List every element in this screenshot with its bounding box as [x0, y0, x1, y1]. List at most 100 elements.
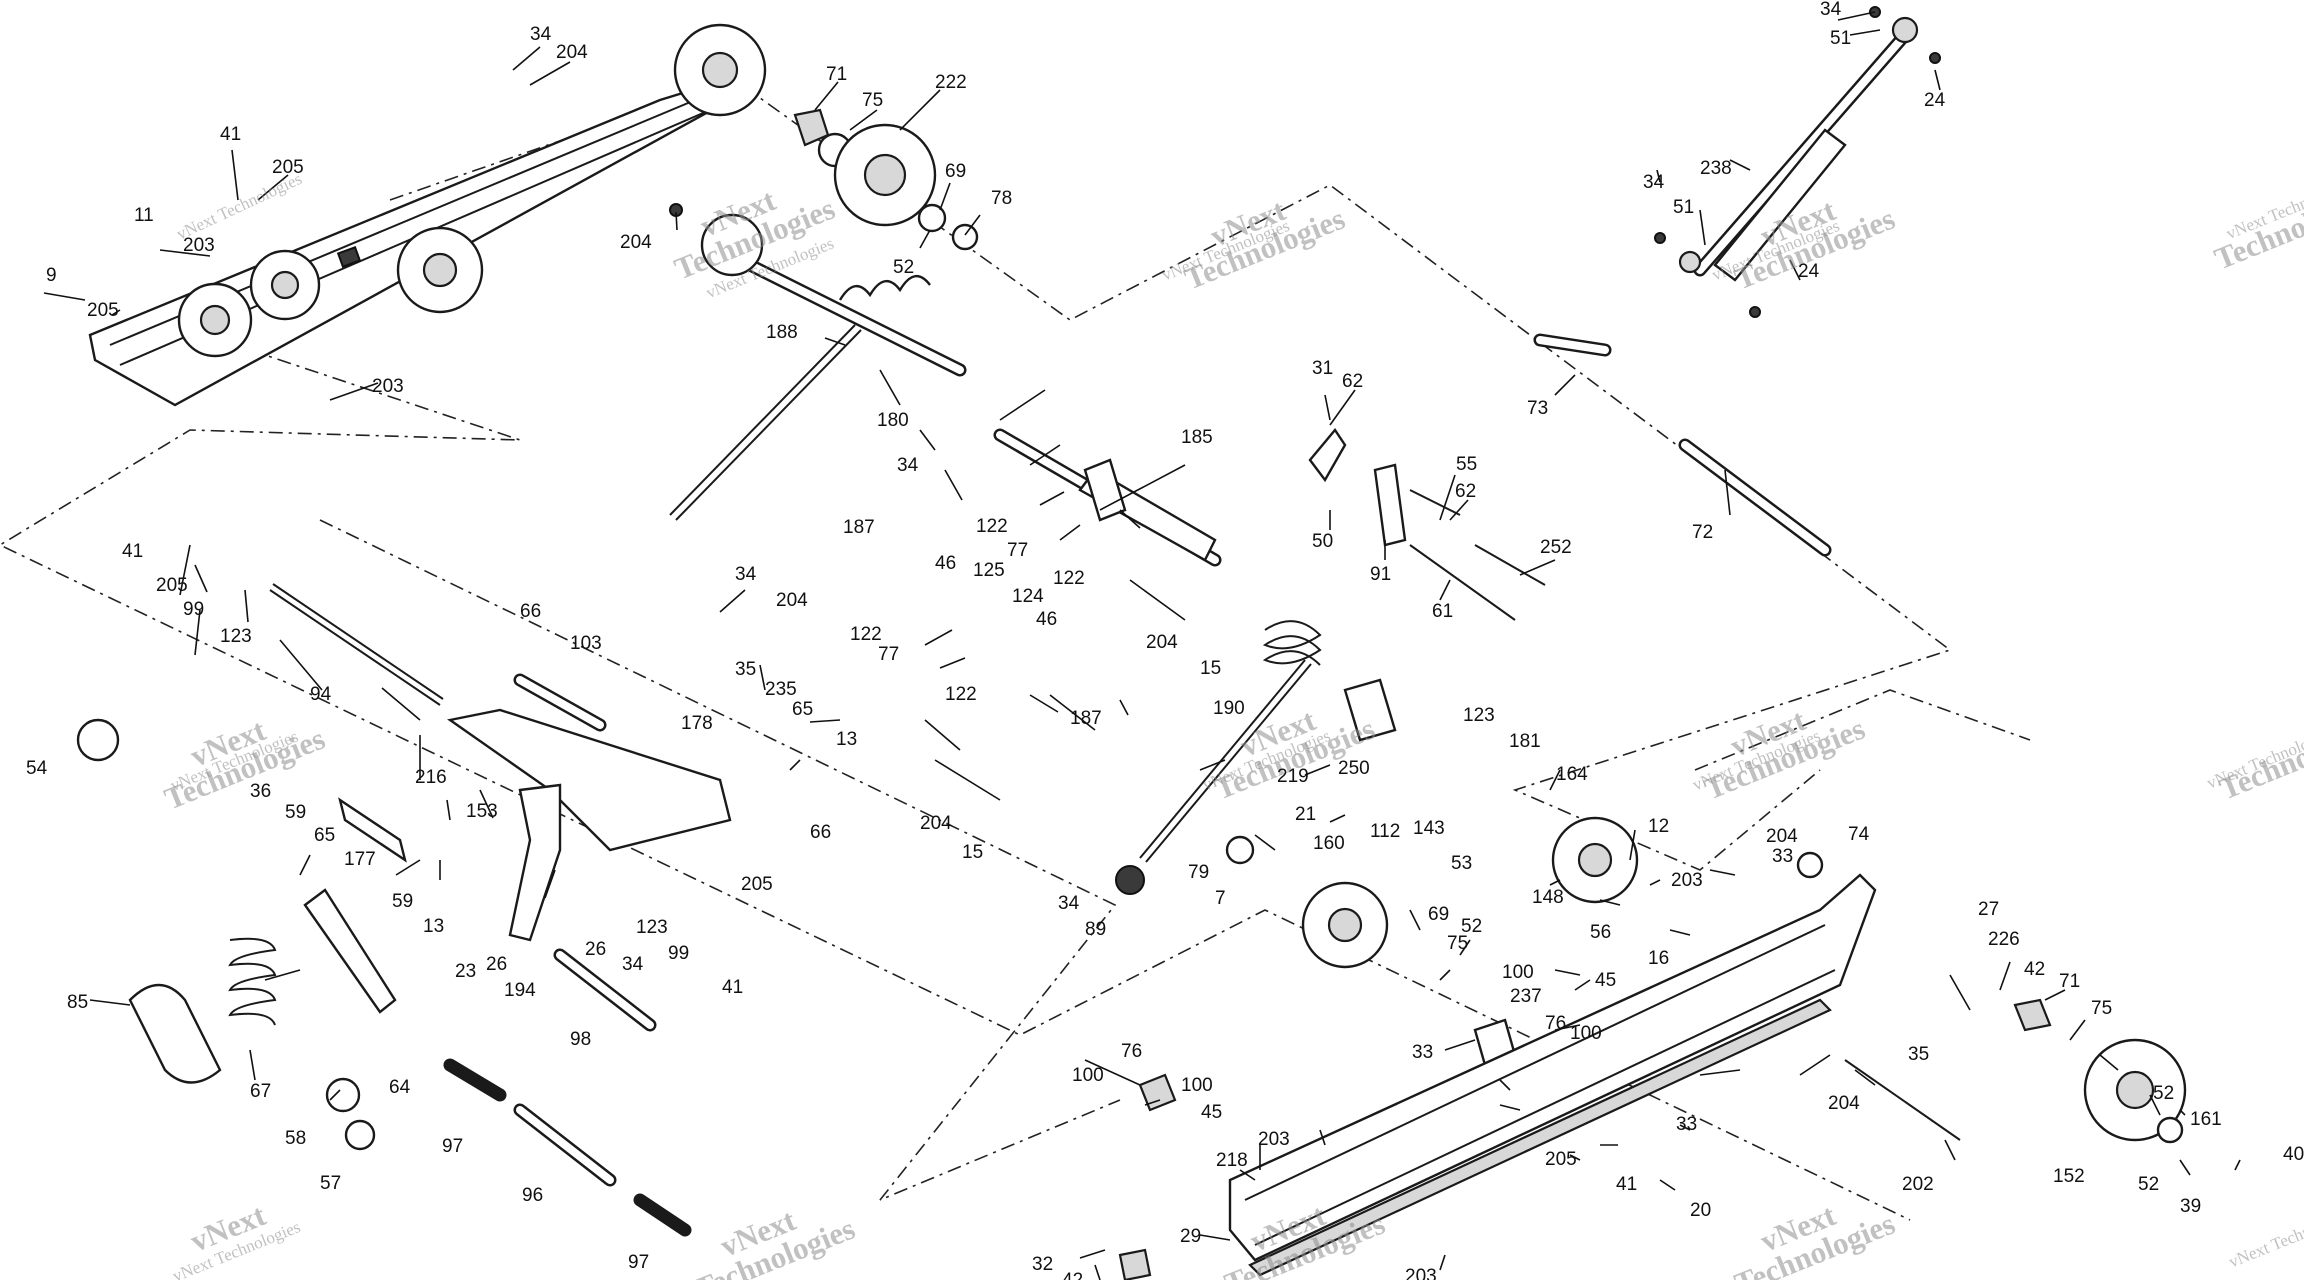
bump-stop-54 — [76, 718, 120, 762]
callout: 100 — [1570, 1023, 1602, 1044]
callout: 153 — [466, 801, 498, 822]
callout: 100 — [1181, 1075, 1213, 1096]
callout: 103 — [570, 633, 602, 654]
callout: 23 — [455, 961, 476, 982]
callout: 41 — [220, 124, 241, 145]
callout: 64 — [389, 1077, 411, 1098]
callout: 75 — [2091, 998, 2112, 1019]
callout: 123 — [220, 626, 252, 647]
slide-218 — [1248, 998, 1832, 1277]
callout: 238 — [1700, 158, 1732, 179]
callout: 24 — [1798, 261, 1820, 282]
callout: 203 — [1671, 870, 1703, 891]
callout: 21 — [1295, 804, 1316, 825]
spacer-hub — [700, 213, 764, 277]
callout: 35 — [1908, 1044, 1929, 1065]
callout: 235 — [765, 679, 797, 700]
callout: 100 — [1502, 962, 1534, 983]
callout: 187 — [843, 517, 875, 538]
rear-wheel-stack — [669, 108, 979, 251]
callout: 13 — [836, 729, 857, 750]
callout: 45 — [1595, 970, 1616, 991]
callout: 61 — [1432, 601, 1453, 622]
callout: 59 — [285, 802, 306, 823]
callout: 219 — [1277, 766, 1309, 787]
callout: 31 — [1312, 358, 1333, 379]
callout: 205 — [156, 575, 188, 596]
callout: 65 — [314, 825, 335, 846]
callout: 69 — [945, 161, 966, 182]
callout: 34 — [897, 455, 919, 476]
assembly-dash-lines — [0, 79, 2031, 1221]
callout: 56 — [1590, 922, 1611, 943]
watermark-1: vNext Technologies — [174, 169, 305, 244]
callout: 112 — [1370, 821, 1400, 842]
callout: 252 — [1540, 537, 1572, 558]
callout: 26 — [585, 939, 606, 960]
right-slide-rail-assembly — [1118, 851, 2187, 1280]
callout: 89 — [1085, 919, 1106, 940]
callout: 122 — [850, 624, 882, 645]
callout: 34 — [1820, 0, 1842, 20]
callout: 122 — [945, 684, 977, 705]
callout: 94 — [310, 684, 332, 705]
callout: 143 — [1413, 818, 1445, 839]
callout: 123 — [636, 917, 668, 938]
front-shock-group — [76, 718, 397, 1151]
callout: 77 — [1007, 540, 1028, 561]
callout: 97 — [442, 1136, 463, 1157]
callout: 237 — [1510, 986, 1542, 1007]
callout: 15 — [1200, 658, 1221, 679]
callout: 250 — [1338, 758, 1370, 779]
callout: 194 — [504, 980, 536, 1001]
watermark-9: Technologies vNext Technologies — [2204, 711, 2304, 807]
front-arm-group — [269, 583, 732, 942]
callout: 222 — [935, 72, 967, 93]
callout: 124 — [1012, 586, 1044, 607]
callout: 205 — [1545, 1149, 1577, 1170]
callout: 226 — [1988, 929, 2020, 950]
callout: 34 — [735, 564, 757, 585]
callout: 59 — [392, 891, 413, 912]
callout: 181 — [1509, 731, 1541, 752]
callout: 100 — [1072, 1065, 1104, 1086]
callout: 52 — [2138, 1174, 2159, 1195]
callout: 218 — [1216, 1150, 1248, 1171]
callout: 97 — [628, 1252, 649, 1273]
callout: 7 — [1215, 888, 1226, 909]
callout: 72 — [1692, 522, 1713, 543]
callout: 85 — [67, 992, 88, 1013]
callout: 54 — [26, 758, 48, 779]
callout: 164 — [1556, 764, 1588, 785]
callout: 204 — [920, 813, 952, 834]
callout: 46 — [935, 553, 956, 574]
callout: 65 — [792, 699, 813, 720]
callout: 34 — [530, 24, 552, 45]
callout: 66 — [520, 601, 541, 622]
callout: 122 — [976, 516, 1008, 537]
callout: 99 — [668, 943, 689, 964]
callout: 152 — [2053, 1166, 2085, 1187]
callout: 78 — [991, 188, 1012, 209]
dash-right-link — [1694, 689, 2031, 771]
spring-67 — [228, 937, 277, 1026]
callout: 39 — [2180, 1196, 2201, 1217]
callout: 34 — [1058, 893, 1080, 914]
callout: 58 — [285, 1128, 306, 1149]
callout: 34 — [1643, 172, 1665, 193]
center-shaft-group — [669, 213, 1222, 567]
callout: 76 — [1121, 1041, 1142, 1062]
callout: 180 — [877, 410, 909, 431]
callout: 75 — [1447, 933, 1468, 954]
callout: 52 — [893, 257, 914, 278]
callout: 77 — [878, 644, 899, 665]
svg-text:vNext Technologies: vNext Technologies — [2226, 1203, 2304, 1272]
cross-shafts — [1533, 333, 1832, 557]
mid-idler-group — [1115, 620, 1639, 1067]
lower-rods — [443, 948, 692, 1237]
rear-shock-238 — [1654, 6, 1941, 318]
callout: 148 — [1532, 887, 1564, 908]
callout: 122 — [1053, 568, 1085, 589]
torsion-spring-190 — [1262, 620, 1322, 666]
